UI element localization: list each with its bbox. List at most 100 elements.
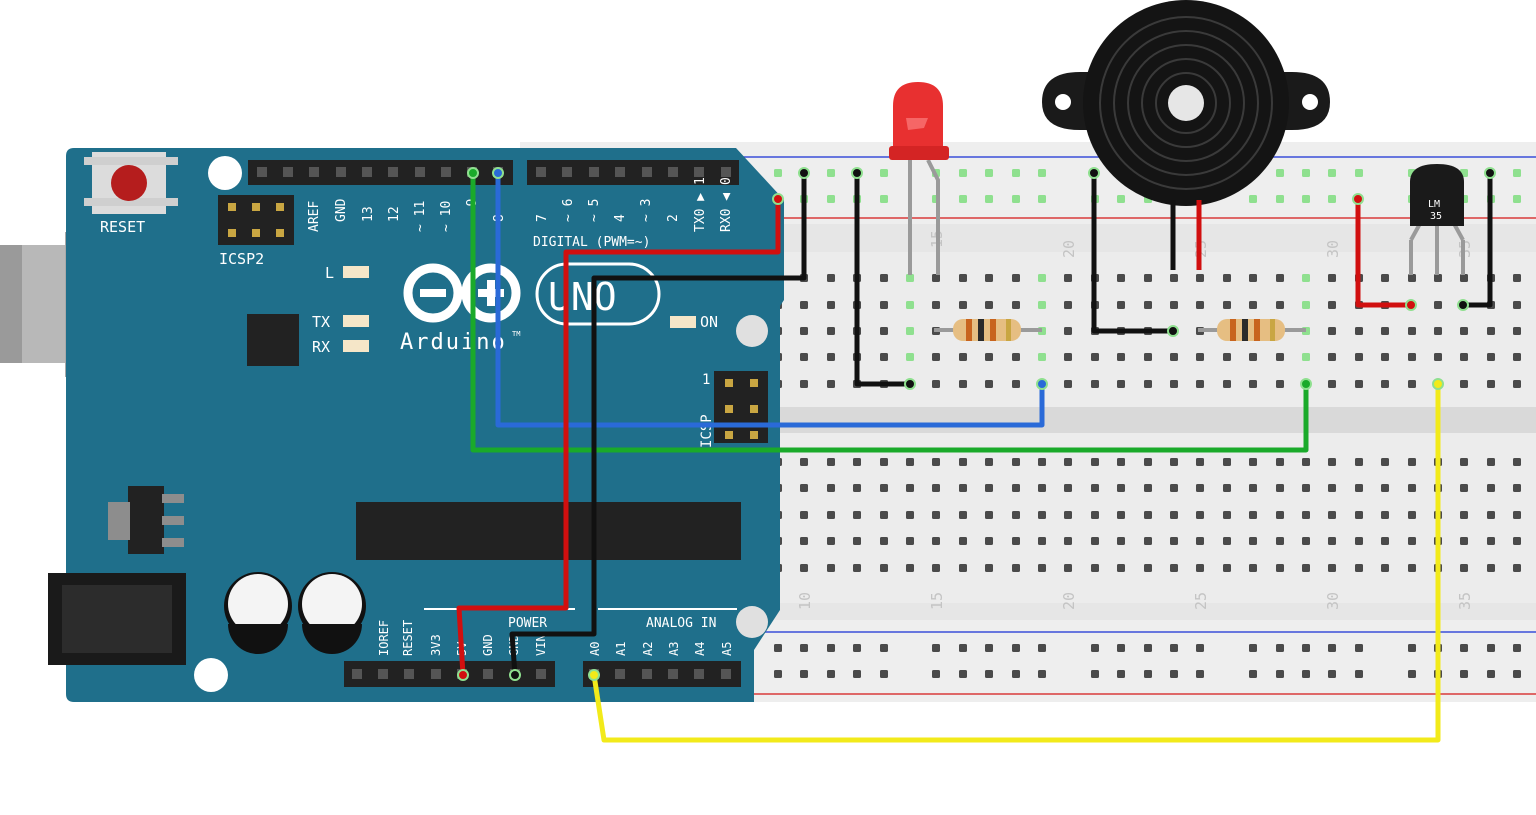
- header-pin: [336, 167, 346, 177]
- breadboard-hole: [1144, 301, 1152, 309]
- breadboard-hole: [1012, 301, 1020, 309]
- breadboard-hole: [985, 195, 993, 203]
- pin-label: IOREF: [377, 620, 391, 656]
- breadboard-hole: [959, 484, 967, 492]
- breadboard-hole: [1487, 327, 1495, 335]
- breadboard-hole: [1513, 301, 1521, 309]
- breadboard-hole: [932, 380, 940, 388]
- breadboard-hole: [1091, 484, 1099, 492]
- breadboard-hole: [1408, 380, 1416, 388]
- breadboard-hole: [1170, 301, 1178, 309]
- breadboard-hole: [800, 670, 808, 678]
- header-pin: [309, 167, 319, 177]
- breadboard-hole: [1012, 353, 1020, 361]
- reset-button[interactable]: [111, 165, 147, 201]
- breadboard-hole: [1355, 327, 1363, 335]
- breadboard-hole: [1249, 274, 1257, 282]
- breadboard-hole: [1487, 458, 1495, 466]
- breadboard-hole: [1381, 564, 1389, 572]
- wire-end: [492, 167, 504, 179]
- breadboard-hole: [1117, 484, 1125, 492]
- breadboard-hole: [1328, 644, 1336, 652]
- breadboard-hole: [1513, 458, 1521, 466]
- breadboard-hole: [1328, 353, 1336, 361]
- breadboard-hole: [1117, 511, 1125, 519]
- breadboard-hole: [1038, 195, 1046, 203]
- wire-end: [588, 669, 600, 681]
- breadboard-hole: [1064, 274, 1072, 282]
- arduino-logo: [403, 263, 521, 323]
- breadboard-hole: [1276, 380, 1284, 388]
- breadboard-hole: [827, 511, 835, 519]
- breadboard-hole: [1196, 644, 1204, 652]
- atmega-chip: [356, 502, 741, 560]
- breadboard-hole: [1408, 644, 1416, 652]
- breadboard-hole: [1460, 484, 1468, 492]
- icsp-header: [714, 371, 768, 443]
- wire-end: [1484, 167, 1496, 179]
- breadboard-hole: [1196, 537, 1204, 545]
- wire-end: [1088, 167, 1100, 179]
- breadboard-hole: [880, 670, 888, 678]
- header-pin: [441, 167, 451, 177]
- breadboard-hole: [959, 274, 967, 282]
- breadboard-hole: [880, 301, 888, 309]
- breadboard-hole: [1144, 380, 1152, 388]
- breadboard-hole: [1117, 564, 1125, 572]
- breadboard-hole: [1487, 511, 1495, 519]
- breadboard-hole: [1249, 670, 1257, 678]
- wire-end: [772, 193, 784, 205]
- breadboard-hole: [1408, 353, 1416, 361]
- wire-black-buzzer: [1091, 170, 1176, 334]
- breadboard-hole: [1170, 564, 1178, 572]
- breadboard-hole: [827, 169, 835, 177]
- pin-label: RX0 ◀ 0: [719, 177, 734, 232]
- breadboard-hole: [1038, 353, 1046, 361]
- lm35-temperature-sensor: LM 35: [1409, 164, 1465, 275]
- icsp-pin: [725, 431, 733, 439]
- header-pin: [694, 167, 704, 177]
- wire-end: [851, 167, 863, 179]
- pin-label: A1: [614, 642, 628, 656]
- breadboard-hole: [1012, 195, 1020, 203]
- breadboard-hole: [880, 484, 888, 492]
- breadboard-hole: [1328, 511, 1336, 519]
- icsp-label: ICSP: [699, 414, 715, 448]
- breadboard-hole: [827, 537, 835, 545]
- breadboard-hole: [1012, 644, 1020, 652]
- breadboard-hole: [1144, 511, 1152, 519]
- header-pin: [642, 669, 652, 679]
- wire-blue: [495, 170, 1045, 428]
- breadboard-hole: [1144, 458, 1152, 466]
- breadboard-hole: [1223, 484, 1231, 492]
- breadboard-hole: [827, 301, 835, 309]
- breadboard-hole: [1302, 169, 1310, 177]
- icsp2-pin: [228, 229, 236, 237]
- breadboard-hole: [1091, 670, 1099, 678]
- breadboard-hole: [1328, 537, 1336, 545]
- mounting-hole: [736, 315, 768, 347]
- wire-end: [1457, 299, 1469, 311]
- breadboard-hole: [985, 644, 993, 652]
- column-number: 20: [1060, 240, 1078, 258]
- breadboard-hole: [1091, 458, 1099, 466]
- breadboard-hole: [1012, 537, 1020, 545]
- breadboard-hole: [1012, 380, 1020, 388]
- pin-label: 4: [613, 214, 628, 222]
- breadboard-hole: [880, 169, 888, 177]
- breadboard-hole: [1460, 274, 1468, 282]
- breadboard-hole: [1513, 169, 1521, 177]
- breadboard-hole: [1355, 644, 1363, 652]
- icsp2-pin: [252, 229, 260, 237]
- breadboard-hole: [906, 301, 914, 309]
- breadboard-hole: [1381, 537, 1389, 545]
- breadboard-hole: [1355, 537, 1363, 545]
- breadboard-hole: [1223, 458, 1231, 466]
- breadboard-hole: [1302, 564, 1310, 572]
- breadboard-hole: [1249, 301, 1257, 309]
- breadboard-hole: [932, 301, 940, 309]
- breadboard-hole: [1328, 169, 1336, 177]
- breadboard-hole: [1196, 458, 1204, 466]
- breadboard-hole: [932, 274, 940, 282]
- wire-black-led: [854, 170, 913, 387]
